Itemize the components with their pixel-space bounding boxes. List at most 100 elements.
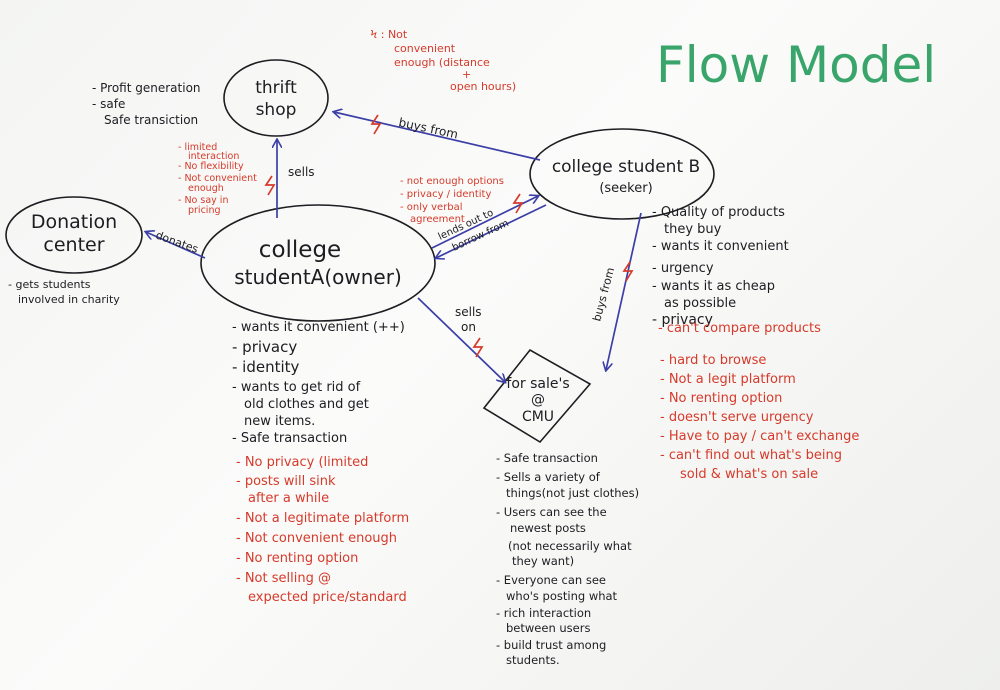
- note-line: - can't find out what's being: [660, 448, 842, 463]
- note-line: - Not convenient enough: [236, 531, 397, 546]
- note-line: - Safe transaction: [496, 451, 598, 465]
- note-line: - wants it convenient (++): [232, 320, 405, 335]
- student-b-notes-black: - Quality of products they buy - wants i…: [652, 205, 789, 328]
- donation-center-label-2: center: [43, 234, 104, 256]
- note-line: - not enough options: [400, 176, 504, 187]
- diagram-title: Flow Model: [656, 36, 936, 94]
- note-line: - Users can see the: [496, 505, 607, 519]
- label-buys-from-top: buys from: [397, 115, 459, 141]
- note-line: - Quality of products: [652, 205, 785, 220]
- label-sells-on-1: sells: [455, 305, 482, 319]
- student-b-notes-red: - can't compare products - hard to brows…: [658, 321, 859, 482]
- note-line: - wants it as cheap: [652, 279, 775, 294]
- note-line: who's posting what: [506, 589, 618, 603]
- arrow-a-to-donation: [146, 232, 206, 259]
- label-buys-from-right: buys from: [590, 266, 617, 323]
- lightning-icon: [622, 261, 634, 282]
- label-donates: donates: [154, 229, 200, 256]
- for-sale-label-1: for sale's: [506, 376, 569, 392]
- note-line: - Not convenient: [178, 173, 257, 184]
- pain-marks: [264, 114, 634, 358]
- note-line: - only verbal: [400, 202, 463, 213]
- donation-center-label-1: Donation: [31, 211, 117, 233]
- note-line: - Everyone can see: [496, 573, 606, 587]
- for-sale-cmu-node: for sale's @ CMU: [482, 348, 592, 444]
- note-line: - Not a legitimate platform: [236, 511, 409, 526]
- note-line: - Have to pay / can't exchange: [660, 429, 859, 444]
- middle-notes-red: - not enough options - privacy / identit…: [400, 176, 504, 225]
- arrow-b-to-cmu: [606, 212, 642, 370]
- thrift-shop-label-1: thrift: [255, 78, 297, 98]
- thrift-notes-red: - limited interaction - No flexibility -…: [178, 142, 257, 216]
- note-line: - identity: [232, 358, 300, 376]
- note-line: newest posts: [510, 521, 586, 535]
- college-student-b-node: college student B (seeker): [529, 128, 715, 220]
- note-line: students.: [506, 653, 560, 667]
- for-sale-label-3: CMU: [522, 409, 554, 425]
- note-line: enough (distance: [394, 56, 490, 69]
- note-line: - wants to get rid of: [232, 380, 361, 395]
- lightning-icon: [264, 175, 276, 196]
- top-notes-red: Ϟ : Not convenient enough (distance + op…: [370, 28, 516, 93]
- note-line: - No renting option: [236, 551, 358, 566]
- arrow-b-to-a: [436, 204, 547, 258]
- arrows: [146, 112, 642, 382]
- note-line: they buy: [664, 222, 722, 237]
- note-line: - doesn't serve urgency: [660, 410, 814, 425]
- note-line: - hard to browse: [660, 353, 766, 368]
- donation-center-node: Donation center: [5, 196, 143, 274]
- note-line: agreement: [410, 214, 465, 225]
- note-line: - Safe transaction: [232, 431, 347, 446]
- note-line: involved in charity: [18, 293, 120, 306]
- note-line: - urgency: [652, 261, 714, 276]
- note-line: - privacy: [652, 312, 713, 328]
- student-a-label-1: college: [259, 237, 341, 263]
- note-line: - Not selling @: [236, 571, 331, 586]
- note-line: - wants it convenient: [652, 239, 789, 254]
- note-line: they want): [512, 554, 574, 568]
- note-line: - No flexibility: [178, 161, 244, 172]
- note-line: expected price/standard: [248, 590, 407, 605]
- for-sale-label-2: @: [531, 392, 545, 408]
- note-line: old clothes and get: [244, 397, 369, 412]
- arrow-a-to-cmu: [417, 297, 505, 382]
- note-line: as possible: [664, 296, 736, 311]
- note-line: - No say in: [178, 195, 228, 206]
- note-line: convenient: [394, 42, 456, 55]
- note-line: Safe transiction: [104, 113, 198, 127]
- note-line: - privacy: [232, 338, 297, 356]
- note-line: - build trust among: [496, 638, 606, 652]
- student-a-notes-red: - No privacy (limited - posts will sink …: [236, 455, 409, 605]
- arrow-b-to-thrift: [334, 112, 541, 161]
- student-a-label-2: studentA(owner): [234, 265, 402, 289]
- note-line: +: [462, 68, 471, 81]
- student-b-label-2: (seeker): [599, 181, 652, 196]
- note-line: - No privacy (limited: [236, 455, 368, 470]
- note-line: interaction: [188, 151, 239, 162]
- note-line: pricing: [188, 205, 221, 216]
- note-line: - Not a legit platform: [660, 372, 796, 387]
- student-b-label-1: college student B: [552, 157, 700, 177]
- thrift-notes-black: - Profit generation - safe Safe transict…: [92, 81, 201, 127]
- thrift-shop-label-2: shop: [256, 100, 297, 120]
- note-line: after a while: [248, 491, 329, 506]
- lightning-icon: [472, 337, 484, 358]
- label-sells-on-2: on: [461, 320, 476, 334]
- note-line: - privacy / identity: [400, 189, 491, 200]
- note-line: things(not just clothes): [506, 486, 639, 500]
- donation-notes-black: - gets students involved in charity: [8, 278, 120, 306]
- label-sells-up: sells: [288, 165, 315, 179]
- college-student-a-node: college studentA(owner): [200, 204, 436, 322]
- lightning-icon: [512, 193, 524, 214]
- thrift-shop-node: thrift shop: [223, 59, 329, 137]
- lightning-icon: [370, 114, 382, 135]
- cmu-notes-black: - Safe transaction - Sells a variety of …: [496, 451, 639, 667]
- note-line: - posts will sink: [236, 474, 336, 489]
- note-line: - rich interaction: [496, 606, 591, 620]
- note-line: - Sells a variety of: [496, 470, 601, 484]
- note-line: - can't compare products: [658, 321, 821, 336]
- note-line: enough: [188, 183, 224, 194]
- note-line: (not necessarily what: [508, 539, 632, 553]
- note-line: - limited: [178, 142, 217, 153]
